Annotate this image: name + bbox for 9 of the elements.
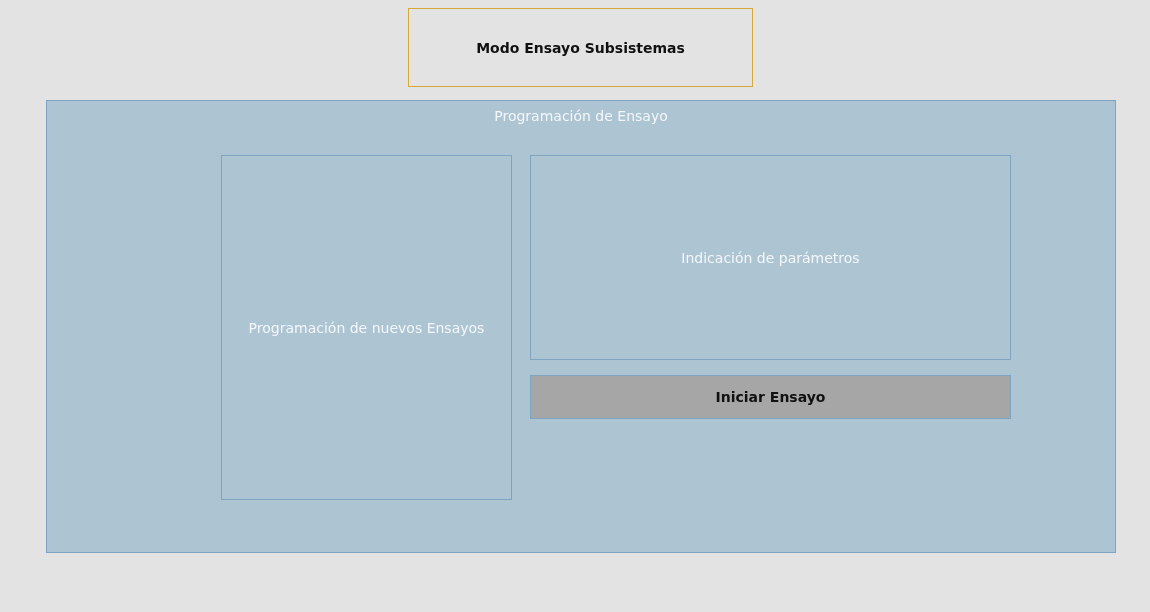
header-box bbox=[408, 8, 753, 87]
section-panel bbox=[221, 155, 512, 500]
section-label: Indicación de parámetros bbox=[681, 249, 860, 266]
section-label: Programación de nuevos Ensayos bbox=[248, 318, 485, 338]
panel-title: Programación de Ensayo bbox=[494, 108, 668, 124]
section-panel bbox=[530, 155, 1011, 360]
start-button: Iniciar Ensayo bbox=[530, 375, 1011, 419]
panel bbox=[46, 100, 1116, 553]
screen-title: Modo Ensayo Subsistemas bbox=[476, 39, 685, 56]
